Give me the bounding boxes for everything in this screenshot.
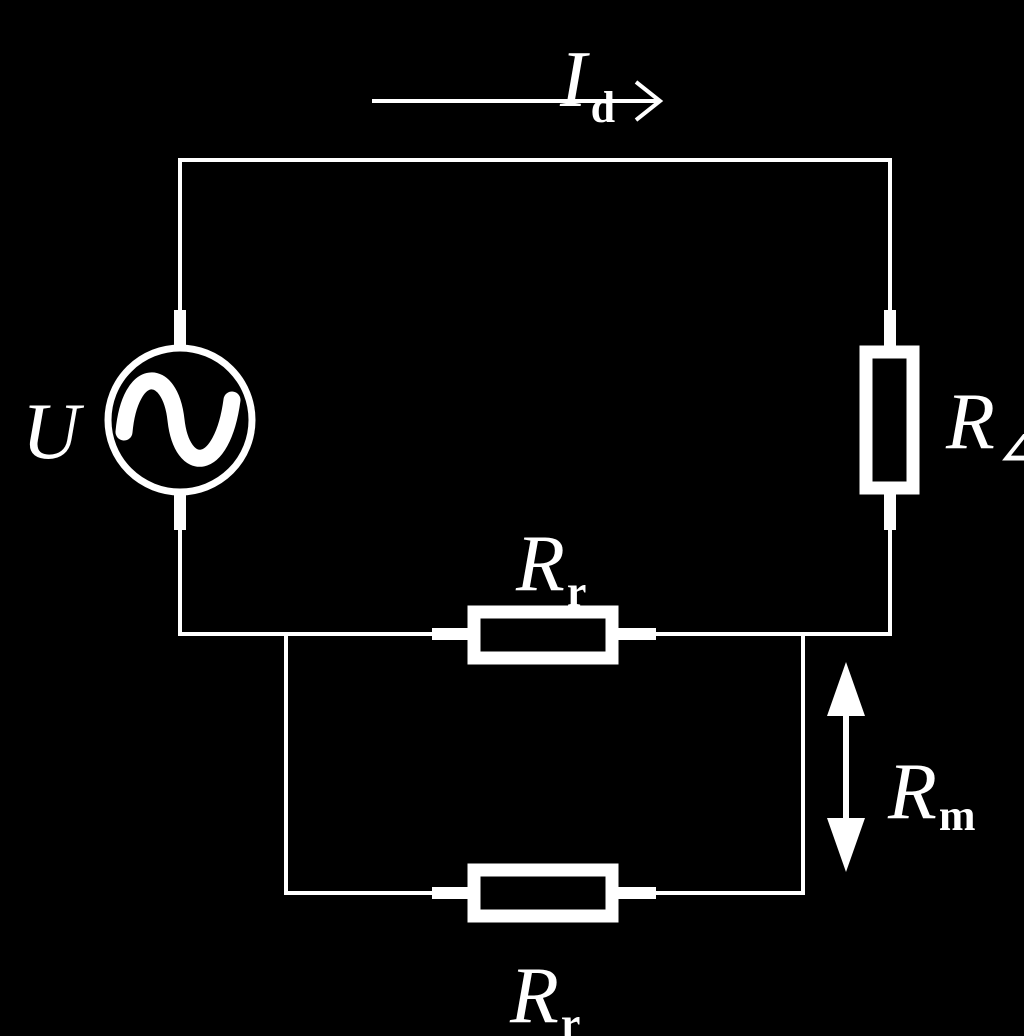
series-resistor-label: Rr (515, 520, 586, 616)
wires (178, 158, 892, 895)
current-label: Id (559, 36, 615, 132)
parallel-resistor-label: Rr (509, 952, 580, 1036)
wire-top-loop (178, 158, 892, 314)
source-label: U (22, 388, 85, 476)
double-arrow-icon (827, 662, 865, 872)
distance-label: Rm (887, 748, 976, 840)
load-resistor-label: R∠ (945, 378, 1024, 474)
series-resistor-icon (432, 605, 656, 665)
current-arrow (372, 80, 664, 122)
parallel-resistor-icon (432, 863, 656, 923)
load-resistor-icon (859, 310, 920, 530)
wire-parallel-left (284, 632, 434, 895)
wire-left-bottom (178, 528, 434, 636)
wire-right-bottom (654, 528, 892, 636)
ac-source-icon (104, 310, 256, 530)
wire-parallel-right (654, 632, 805, 895)
